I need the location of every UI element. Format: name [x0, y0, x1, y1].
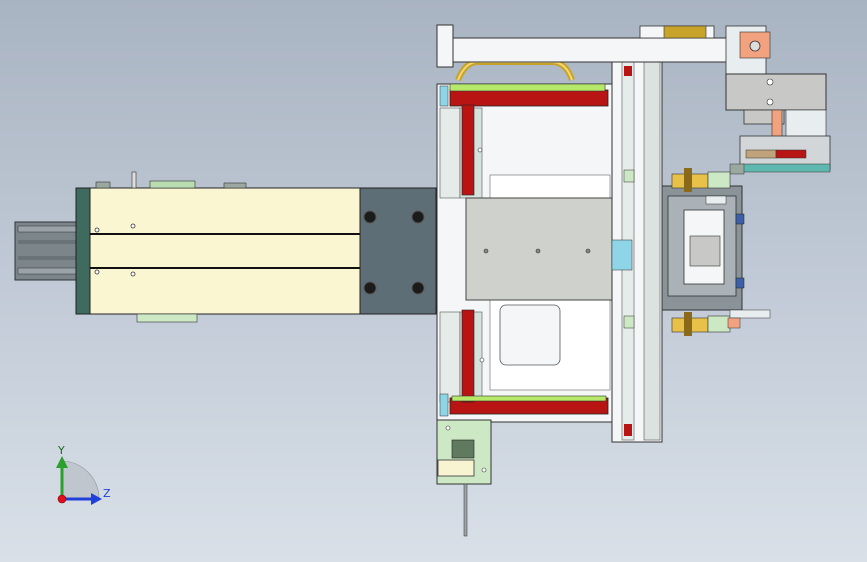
bottom-bracket: [436, 419, 492, 537]
right-column: [605, 39, 663, 443]
x-axis-marker: [57, 494, 67, 504]
coordinate-triad: Y Z: [56, 444, 111, 505]
top-beam: [436, 24, 771, 75]
y-axis-arrowhead: [56, 456, 68, 468]
z-axis-label: Z: [103, 487, 111, 500]
y-axis-label: Y: [57, 444, 65, 457]
gripper-module: [661, 168, 771, 336]
linear-actuator: [89, 171, 361, 323]
z-axis-arrowhead: [91, 493, 102, 505]
servo-motor: [14, 187, 91, 315]
upper-right-assembly: [725, 73, 831, 175]
slide-plate: [465, 197, 615, 301]
